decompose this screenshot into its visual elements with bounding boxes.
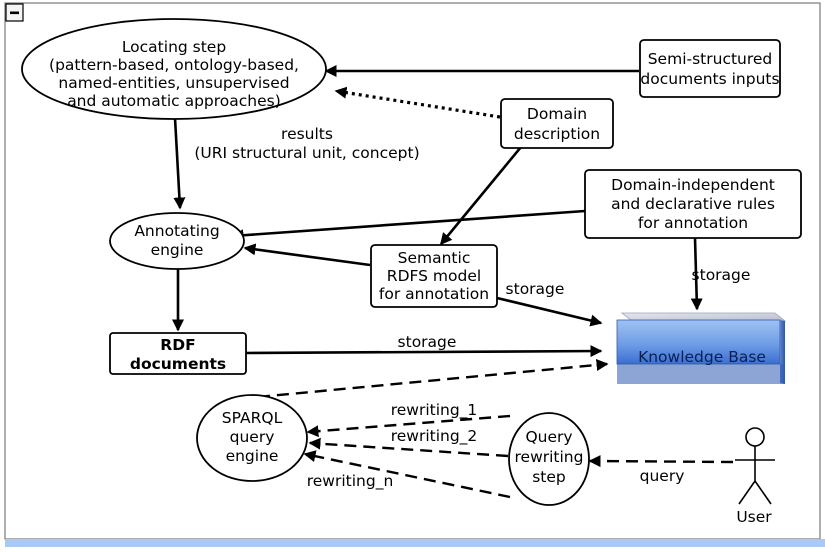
node-sparql-line-1: SPARQL [222,409,283,427]
node-knowledge-base: Knowledge Base [616,312,787,384]
edge-user-query [588,455,734,468]
edge-label-results-detail: (URI structural unit, concept) [194,144,419,162]
user-actor-icon [735,427,775,505]
node-sparql-line-3: engine [226,447,279,465]
edge-label-storage-rdf: storage [398,333,457,351]
edge-rules-to-annotating [231,209,586,242]
node-semi-structured-line-2: documents inputs [640,70,779,88]
node-rdf-line-1: RDF [160,336,195,354]
node-semantic-model-line-1: Semantic [398,249,471,267]
edge-label-results: results [281,125,333,143]
node-rules-line-3: for annotation [638,214,748,232]
node-locating-step: Locating step (pattern-based, ontology-b… [21,18,327,120]
node-query-rewriting-line-2: rewriting [515,448,584,466]
edge-rewriting-2 [308,437,509,458]
node-rules-line-1: Domain-independent [611,176,775,194]
edge-label-rewriting-n: rewriting_n [307,472,394,491]
node-domain-description-line-2: description [514,125,600,143]
node-locating-step-line-1: Locating step [122,38,226,56]
edge-rules-to-kb [690,237,703,311]
edge-sparql-to-kb [257,359,609,399]
edge-model-to-annotating [243,243,371,267]
node-domain-description-line-1: Domain [527,105,587,123]
node-semantic-model: Semantic RDFS model for annotation [370,244,498,308]
node-rules-line-2: and declarative rules [611,195,775,213]
node-annotating-line-2: engine [151,241,204,259]
node-query-rewriting: Query rewriting step [508,412,590,506]
edge-rewriting-1 [306,414,511,438]
node-sparql-engine: SPARQL query engine [196,394,308,482]
edge-model-to-kb [496,296,603,327]
node-annotating-line-1: Annotating [134,222,219,240]
node-domain-independent-rules: Domain-independent and declarative rules… [584,169,802,239]
node-domain-description: Domain description [500,98,614,149]
edge-label-storage-model: storage [506,280,565,298]
edge-rdf-to-kb [245,345,603,358]
edge-label-storage-rules: storage [692,266,751,284]
node-semantic-model-line-2: RDFS model [387,267,481,285]
node-semi-structured-inputs: Semi-structured documents inputs [639,39,781,98]
node-rdf-documents: RDF documents [109,332,247,375]
edge-domain-to-locating [334,86,501,119]
edge-label-rewriting-1: rewriting_1 [391,401,478,420]
node-query-rewriting-line-3: step [532,468,566,486]
minus-icon [10,11,19,15]
node-locating-step-line-2: (pattern-based, ontology-based, [49,56,299,74]
edge-label-rewriting-2: rewriting_2 [391,427,478,446]
node-knowledge-base-label: Knowledge Base [638,348,766,366]
user-label: User [736,508,772,526]
node-semantic-model-line-3: for annotation [379,285,489,303]
edge-locating-to-annotating [173,117,186,210]
node-annotating-engine: Annotating engine [109,212,245,270]
node-query-rewriting-line-1: Query [525,428,572,446]
node-rdf-line-2: documents [130,355,226,373]
edge-label-query: query [640,467,685,485]
node-locating-step-line-4: and automatic approaches) [67,92,281,110]
edge-rewriting-n [303,450,511,499]
node-semi-structured-line-1: Semi-structured [648,50,773,68]
collapse-toggle-button[interactable] [5,3,24,22]
node-sparql-line-2: query [230,428,275,446]
panel-bottom-bar [5,539,825,547]
edge-domain-to-model [439,146,523,246]
node-locating-step-line-3: named-entities, unsupervised [58,74,289,92]
